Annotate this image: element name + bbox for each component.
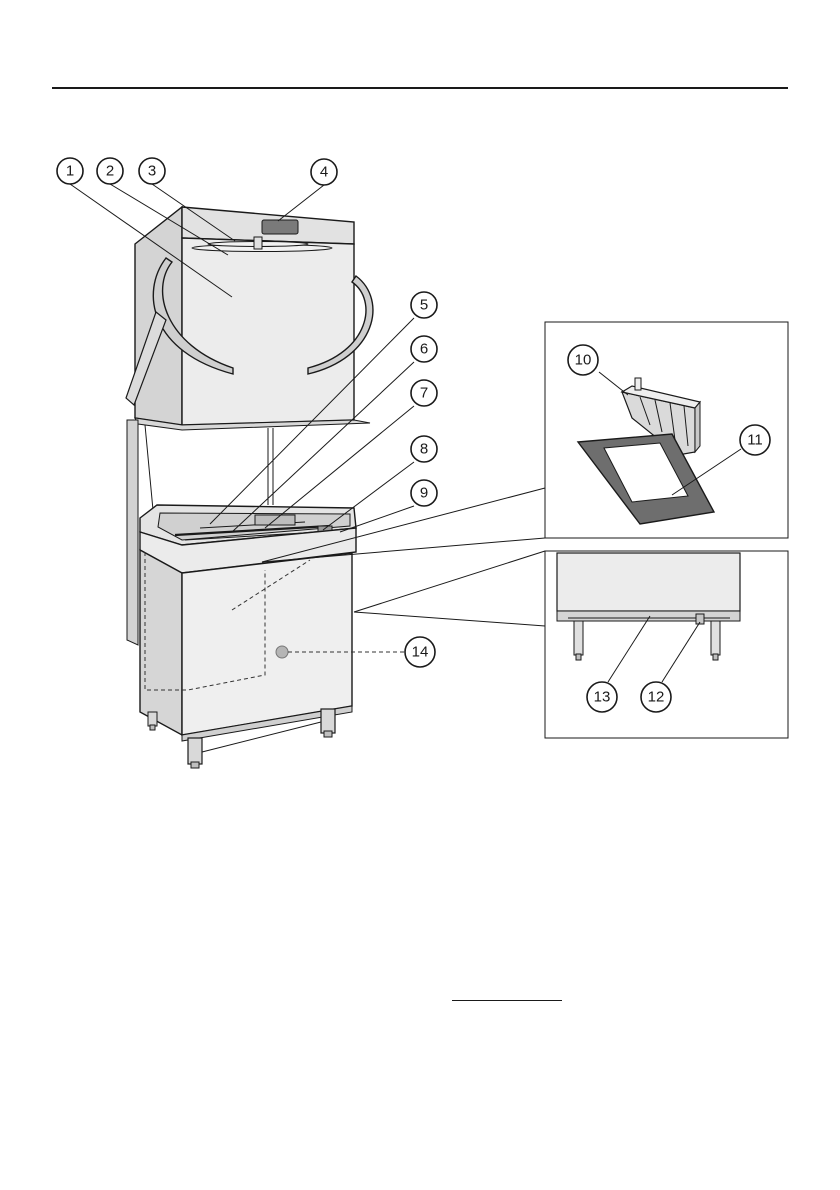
leg-front-left <box>188 738 202 764</box>
svg-text:1: 1 <box>66 163 74 180</box>
svg-text:3: 3 <box>148 163 156 180</box>
svg-text:2: 2 <box>106 163 114 180</box>
svg-text:8: 8 <box>420 441 428 458</box>
machine-illustration <box>126 207 373 768</box>
footer-rule <box>452 1000 562 1001</box>
control-panel-display <box>262 220 298 234</box>
callout-8: 8 <box>411 436 437 462</box>
svg-text:13: 13 <box>594 689 611 706</box>
callout-7: 7 <box>411 380 437 406</box>
underside-leg-left <box>574 621 583 655</box>
callout-6: 6 <box>411 336 437 362</box>
callout-3: 3 <box>139 158 165 184</box>
svg-text:12: 12 <box>648 689 665 706</box>
hood-front <box>182 238 354 425</box>
callout-5: 5 <box>411 292 437 318</box>
svg-text:14: 14 <box>412 644 429 661</box>
svg-text:11: 11 <box>747 432 763 449</box>
callout-10: 10 <box>568 345 598 375</box>
callout-2: 2 <box>97 158 123 184</box>
leg-front-right <box>321 709 335 733</box>
svg-text:4: 4 <box>320 164 328 181</box>
svg-text:5: 5 <box>420 297 428 314</box>
callout-4: 4 <box>311 159 337 185</box>
callout-14: 14 <box>405 637 435 667</box>
svg-text:9: 9 <box>420 485 428 502</box>
callout-1: 1 <box>57 158 83 184</box>
svg-text:6: 6 <box>420 341 428 358</box>
svg-text:7: 7 <box>420 385 428 402</box>
callout-9: 9 <box>411 480 437 506</box>
leg-rear-left <box>148 712 157 726</box>
rear-column <box>127 420 138 645</box>
body-front <box>182 553 352 735</box>
svg-text:10: 10 <box>575 352 592 369</box>
type-plate <box>276 646 288 658</box>
callout-11: 11 <box>740 425 770 455</box>
underside-leg-right <box>711 621 720 655</box>
callout-12: 12 <box>641 682 671 712</box>
callout-13: 13 <box>587 682 617 712</box>
body-side <box>140 550 182 735</box>
